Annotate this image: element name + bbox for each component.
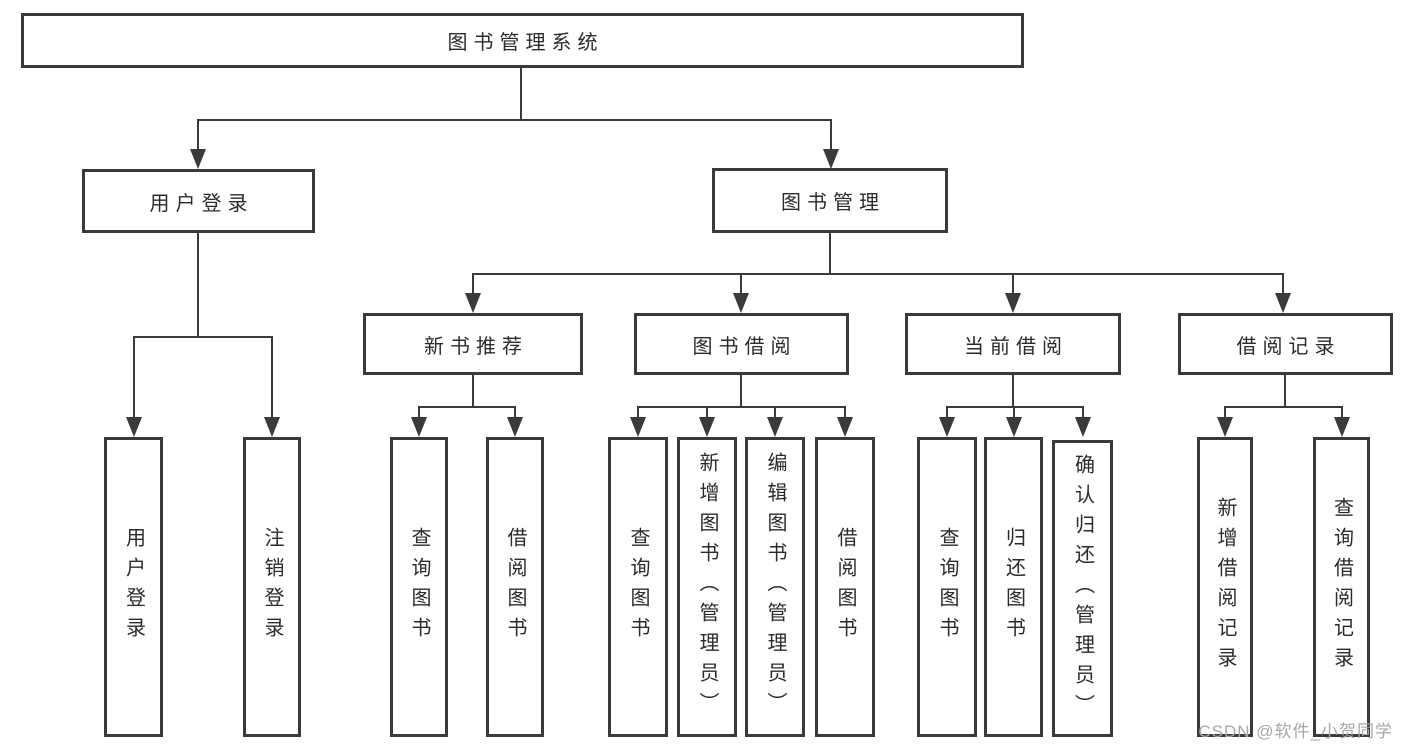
connector-line xyxy=(637,406,846,408)
connector-line xyxy=(472,375,474,407)
arrow-down-icon xyxy=(472,273,474,293)
node-label: 借阅图书 xyxy=(834,527,856,647)
connector-line xyxy=(133,336,273,338)
connector-line xyxy=(740,375,742,407)
node-label: 用户登录 xyxy=(149,192,254,215)
node-label: 编辑图书（管理员） xyxy=(764,452,786,722)
leaf-node-records-query-record: 查询借阅记录 xyxy=(1313,437,1370,737)
connector-line xyxy=(1012,375,1014,407)
node-label: 新增图书（管理员） xyxy=(696,452,718,722)
node-label: 确认归还（管理员） xyxy=(1071,453,1094,724)
node-label: 注销登录 xyxy=(261,527,283,647)
node-book-management: 图书管理 xyxy=(712,168,948,233)
node-current-borrowing: 当前借阅 xyxy=(905,313,1121,375)
arrow-down-icon xyxy=(1082,406,1084,417)
connector-line xyxy=(197,119,832,121)
connector-line xyxy=(1224,406,1343,408)
node-library-management-system: 图书管理系统 xyxy=(21,13,1024,68)
leaf-node-recommend-query-books: 查询图书 xyxy=(390,437,448,737)
leaf-node-user-login: 用户登录 xyxy=(104,437,163,737)
leaf-node-borrowing-borrow-books: 借阅图书 xyxy=(815,437,875,737)
connector-line xyxy=(1284,375,1286,407)
node-label: 归还图书 xyxy=(1002,527,1025,647)
leaf-node-records-add-record: 新增借阅记录 xyxy=(1197,437,1253,737)
arrow-down-icon xyxy=(1012,273,1014,293)
leaf-node-borrowing-query-books: 查询图书 xyxy=(608,437,668,737)
arrow-down-icon xyxy=(774,406,776,417)
arrow-down-icon xyxy=(514,406,516,417)
csdn-watermark: CSDN @软件_小贺同学 xyxy=(1198,722,1393,741)
arrow-down-icon xyxy=(418,406,420,417)
leaf-node-logout: 注销登录 xyxy=(243,437,301,737)
node-label: 图书借阅 xyxy=(692,335,797,358)
node-label: 查询图书 xyxy=(408,527,430,647)
arrow-down-icon xyxy=(1282,273,1284,293)
leaf-node-current-return-books: 归还图书 xyxy=(984,437,1043,737)
node-label: 图书管理系统 xyxy=(447,32,604,54)
arrow-down-icon xyxy=(1013,406,1015,417)
node-label: 当前借阅 xyxy=(964,335,1068,358)
arrow-down-icon xyxy=(1224,406,1226,417)
node-label: 图书管理 xyxy=(781,192,885,214)
connector-line xyxy=(829,233,831,275)
node-label: 借阅记录 xyxy=(1236,335,1341,358)
arrow-down-icon xyxy=(706,406,708,417)
node-label: 查询图书 xyxy=(627,527,649,647)
connector-line xyxy=(520,68,522,119)
node-label: 查询借阅记录 xyxy=(1330,497,1353,677)
node-new-book-recommendation: 新书推荐 xyxy=(363,313,583,375)
leaf-node-borrowing-add-books: 新增图书（管理员） xyxy=(677,437,737,737)
node-label: 借阅图书 xyxy=(504,527,526,647)
node-label: 用户登录 xyxy=(122,527,145,647)
connector-line xyxy=(418,406,516,408)
arrow-down-icon xyxy=(740,273,742,293)
arrow-down-icon xyxy=(637,406,639,417)
arrow-down-icon xyxy=(1341,406,1343,417)
connector-line xyxy=(197,233,199,338)
leaf-node-current-confirm-return: 确认归还（管理员） xyxy=(1052,440,1113,737)
arrow-down-icon xyxy=(844,406,846,417)
connector-line xyxy=(946,406,1084,408)
node-borrowing-records: 借阅记录 xyxy=(1178,313,1393,375)
arrow-down-icon xyxy=(197,119,199,149)
arrow-down-icon xyxy=(946,406,948,417)
leaf-node-recommend-borrow-books: 借阅图书 xyxy=(486,437,544,737)
node-label: 查询图书 xyxy=(936,527,958,647)
node-label: 新书推荐 xyxy=(424,335,528,358)
node-book-borrowing: 图书借阅 xyxy=(634,313,849,375)
arrow-down-icon xyxy=(830,119,832,149)
arrow-down-icon xyxy=(133,336,135,417)
leaf-node-borrowing-edit-books: 编辑图书（管理员） xyxy=(745,437,805,737)
arrow-down-icon xyxy=(271,336,273,417)
connector-line xyxy=(472,273,1284,275)
leaf-node-current-query-books: 查询图书 xyxy=(917,437,977,737)
node-label: 新增借阅记录 xyxy=(1214,497,1236,677)
node-user-login: 用户登录 xyxy=(82,169,315,233)
